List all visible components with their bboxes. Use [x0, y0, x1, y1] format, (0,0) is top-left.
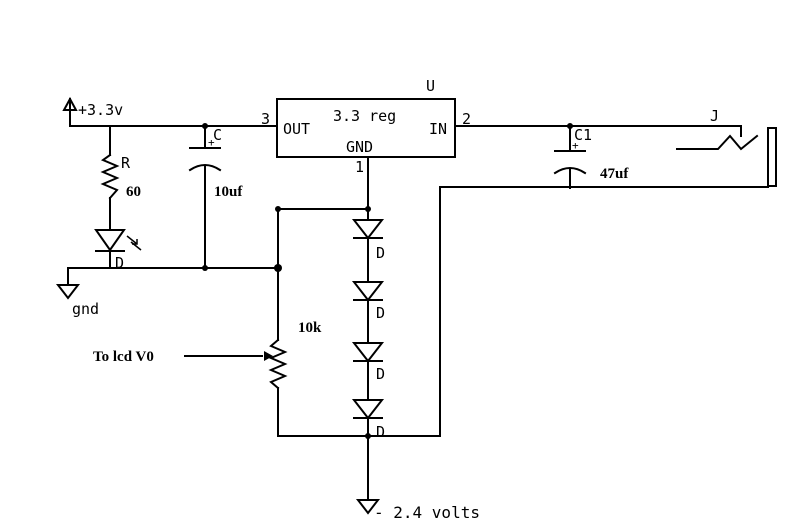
junction-dot — [365, 206, 371, 212]
cap-c1-polarity: + — [572, 139, 579, 152]
cap-c-ref: C — [213, 126, 222, 144]
pot-wiper-label: To lcd V0 — [93, 349, 154, 365]
ground-label: gnd — [72, 300, 99, 318]
diode-2: D — [351, 281, 385, 322]
regulator-in-label: IN — [429, 120, 447, 138]
junction-dot — [202, 123, 208, 129]
diode-ref: D — [376, 423, 385, 441]
led-ref: D — [115, 254, 124, 272]
supply-3v3-symbol: +3.3v — [62, 96, 123, 119]
regulator-pin2-number: 2 — [462, 110, 471, 128]
diode-3: D — [351, 342, 385, 383]
regulator-gnd-label: GND — [346, 138, 373, 156]
regulator-out-label: OUT — [283, 120, 310, 138]
cap-c-polarity: + — [208, 136, 215, 149]
negative-rail-label: - 2.4 volts — [374, 503, 480, 522]
regulator-ref: U — [426, 77, 435, 95]
negative-rail-symbol: - 2.4 volts — [355, 499, 480, 522]
cap-c1-value: 47uf — [600, 166, 629, 182]
diode-chain: D D D D — [351, 219, 385, 441]
junction-dots — [202, 123, 573, 439]
led-diode: D — [94, 229, 142, 272]
junction-dot — [274, 264, 282, 272]
diode-ref: D — [376, 244, 385, 262]
resistor-value: 60 — [126, 184, 141, 200]
regulator-name: 3.3 reg — [333, 107, 396, 125]
junction-dot — [202, 265, 208, 271]
junction-dot — [275, 206, 281, 212]
power-jack: J — [676, 107, 777, 187]
voltage-regulator: U 3.3 reg OUT IN GND 3 2 1 — [261, 77, 471, 176]
junction-dot — [365, 433, 371, 439]
cap-c-value: 10uf — [214, 184, 243, 200]
jack-ref: J — [710, 107, 719, 125]
diode-1: D — [351, 219, 385, 262]
potentiometer-10k: 10k To lcd V0 — [93, 320, 322, 390]
resistor-ref: R — [121, 154, 131, 172]
regulator-pin1-number: 1 — [355, 158, 364, 176]
regulator-pin3-number: 3 — [261, 110, 270, 128]
capacitor-c: + C 10uf — [188, 126, 243, 200]
capacitor-c1: + C1 47uf — [553, 126, 629, 182]
supply-label: +3.3v — [78, 101, 123, 119]
resistor-r: R 60 — [100, 153, 141, 200]
junction-dot — [567, 123, 573, 129]
diode-ref: D — [376, 365, 385, 383]
diode-ref: D — [376, 304, 385, 322]
cap-c1-ref: C1 — [574, 126, 592, 144]
diode-4: D — [351, 399, 385, 441]
pot-value: 10k — [298, 320, 322, 336]
ground-symbol: gnd — [55, 284, 99, 318]
wires — [67, 109, 769, 501]
